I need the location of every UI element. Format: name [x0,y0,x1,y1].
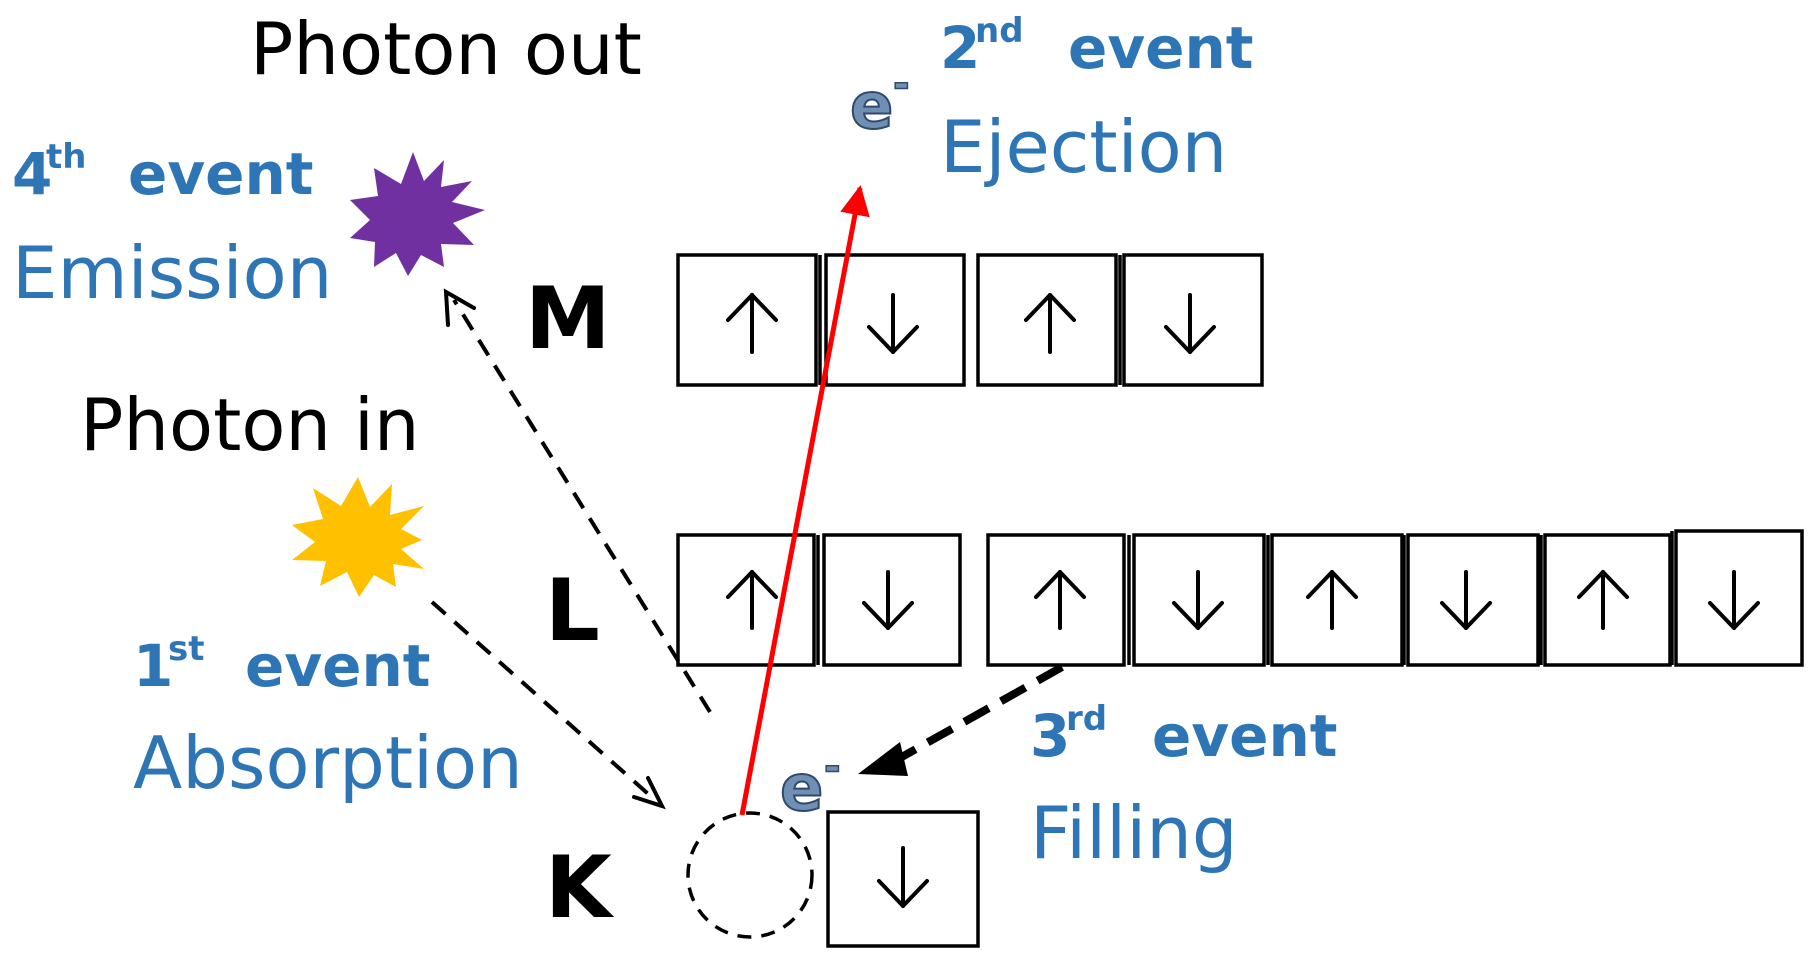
svg-text:nd: nd [975,11,1024,51]
first-event-label: 1 st event [133,629,431,700]
fourth-event-label: 4 th event [12,137,314,208]
svg-text:event: event [245,632,431,700]
second-event-label: 2 nd event [940,11,1254,82]
filling-arrow [858,663,1064,776]
orbital-box [824,253,966,387]
spin-down-arrow-icon [1708,570,1760,630]
shell-label-k: K [545,838,615,938]
orbital-box [1674,529,1804,667]
svg-text:2: 2 [940,14,980,82]
svg-text:e: e [780,752,823,826]
spin-down-arrow-icon [1164,293,1216,354]
spin-up-arrow-icon [1306,570,1358,630]
m-shell-orbitals [676,253,1264,387]
spin-up-arrow-icon [1577,570,1629,630]
shell-label-l: L [545,561,600,661]
fourth-event-name: Emission [12,231,332,315]
spin-down-arrow-icon [1440,570,1492,630]
emission-arrow [443,288,712,714]
vacancy-circle [686,811,814,939]
purple-star-burst-icon [350,152,485,276]
first-event-name: Absorption [133,721,523,805]
ejected-electron-icon: e - [849,60,910,145]
yellow-star-burst-icon [292,477,424,597]
orbital-box [676,253,818,387]
photon-in-label: Photon in [80,383,420,467]
orbital-box [676,533,816,667]
spin-down-arrow-icon [1172,570,1224,630]
l-shell-orbitals [676,529,1804,667]
svg-text:rd: rd [1066,699,1107,739]
svg-text:st: st [168,629,205,669]
k-shell-orbitals [686,810,980,948]
spin-down-arrow-icon [862,570,914,630]
spin-up-arrow-icon [726,570,778,630]
orbital-box [976,253,1118,387]
spin-down-arrow-icon [877,846,929,908]
orbital-box [1406,533,1540,667]
filling-electron-icon: e - [779,743,841,827]
svg-text:-: - [893,61,910,107]
svg-text:th: th [46,137,86,177]
ejection-arrow [739,185,870,816]
svg-text:e: e [850,70,893,144]
orbital-box [986,533,1126,667]
orbital-box [1122,253,1264,387]
spin-up-arrow-icon [726,293,778,354]
second-event-name: Ejection [940,105,1227,189]
shell-label-m: M [525,269,611,369]
third-event-label: 3 rd event [1030,699,1338,770]
svg-text:3: 3 [1030,702,1070,770]
orbital-box [1543,533,1672,667]
orbital-box [822,533,962,667]
orbital-box [1270,533,1404,667]
svg-text:event: event [1068,14,1254,82]
svg-text:4: 4 [12,140,52,208]
svg-text:-: - [824,744,841,790]
photon-out-label: Photon out [250,7,642,91]
absorption-arrow [430,600,666,810]
spin-up-arrow-icon [1024,293,1076,354]
spin-up-arrow-icon [1034,570,1086,630]
svg-text:event: event [1152,702,1338,770]
spin-down-arrow-icon [867,293,919,354]
third-event-name: Filling [1030,791,1238,875]
svg-text:event: event [128,140,314,208]
svg-text:1: 1 [133,632,173,700]
